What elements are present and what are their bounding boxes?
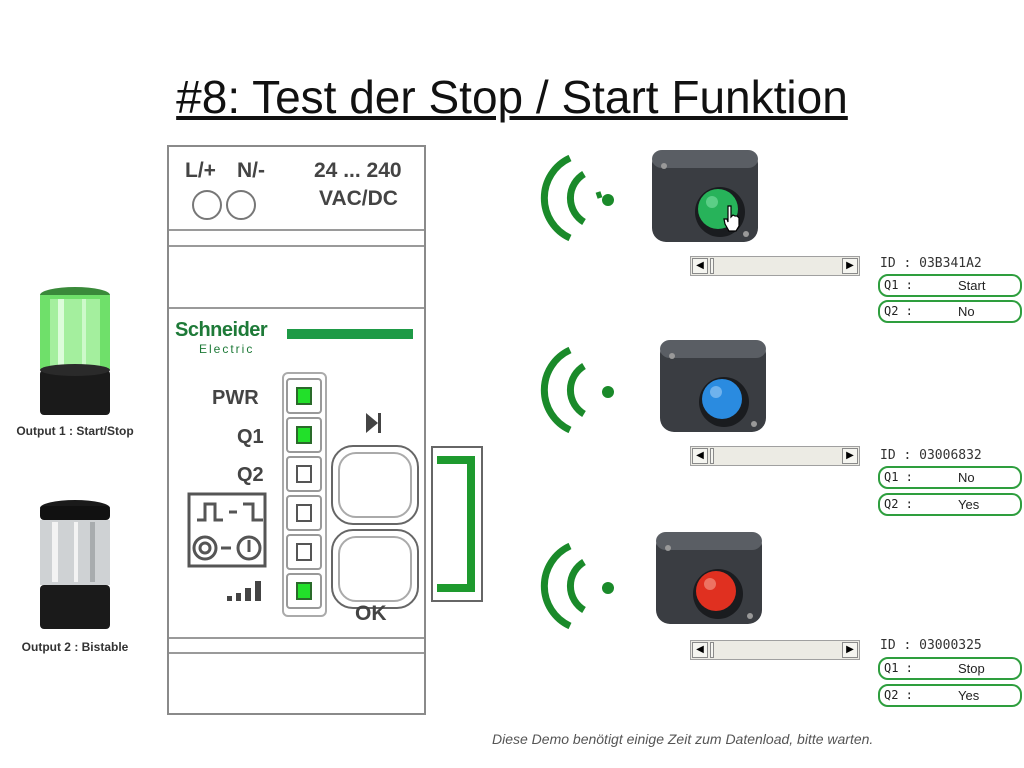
q1-key: Q1 : bbox=[884, 470, 913, 484]
horizontal-scrollbar[interactable]: ◀ ▶ bbox=[690, 446, 860, 466]
pushbutton-box-red[interactable] bbox=[652, 528, 768, 628]
page-title: #8: Test der Stop / Start Funktion bbox=[176, 71, 848, 123]
horizontal-scrollbar[interactable]: ◀ ▶ bbox=[690, 640, 860, 660]
q1-status-field: Q1 : No bbox=[878, 466, 1022, 489]
brand-logo: Schneider bbox=[175, 319, 268, 341]
led-4 bbox=[286, 495, 322, 531]
q2-status-field: Q2 : Yes bbox=[878, 684, 1022, 707]
voltage-type: VAC/DC bbox=[319, 187, 398, 210]
next-icon bbox=[365, 411, 383, 435]
output2-label: Output 2 : Bistable bbox=[21, 640, 129, 654]
led-panel bbox=[282, 372, 327, 617]
terminal-l bbox=[192, 190, 222, 220]
q1-status-field: Q1 : Stop bbox=[878, 657, 1022, 680]
q2-led bbox=[286, 456, 322, 492]
scroll-left-button[interactable]: ◀ bbox=[692, 642, 708, 658]
scroll-right-button[interactable]: ▶ bbox=[842, 642, 858, 658]
q2-value: Yes bbox=[958, 688, 980, 703]
q2-value: No bbox=[958, 304, 975, 319]
q1-status-field: Q1 : Start bbox=[878, 274, 1022, 297]
q2-status-field: Q2 : Yes bbox=[878, 493, 1022, 516]
wireless-signal-icon bbox=[540, 344, 618, 436]
pushbutton-box-green[interactable] bbox=[648, 146, 764, 246]
wireless-signal-icon bbox=[540, 152, 618, 244]
q1-key: Q1 : bbox=[884, 278, 913, 292]
loading-note: Diese Demo benötigt einige Zeit zum Date… bbox=[492, 731, 874, 747]
scroll-left-button[interactable]: ◀ bbox=[692, 448, 708, 464]
timer-mode-icon bbox=[187, 492, 269, 572]
controller-module: L/+ N/- 24 ... 240 VAC/DC Schneider Elec… bbox=[167, 145, 426, 715]
horizontal-scrollbar[interactable]: ◀ ▶ bbox=[690, 256, 860, 276]
wiring-bracket bbox=[431, 446, 483, 602]
pwr-led bbox=[286, 378, 322, 414]
output1-label: Output 1 : Start/Stop bbox=[16, 424, 134, 438]
device-id-label: ID : 03006832 bbox=[880, 448, 982, 463]
scroll-thumb[interactable] bbox=[710, 448, 714, 464]
signal-strength-icon bbox=[225, 577, 269, 603]
q1-value: Start bbox=[958, 278, 986, 293]
voltage-range: 24 ... 240 bbox=[314, 159, 402, 182]
hand-cursor-icon bbox=[722, 204, 742, 232]
ok-button[interactable] bbox=[331, 529, 419, 609]
scroll-right-button[interactable]: ▶ bbox=[842, 448, 858, 464]
terminal-n bbox=[226, 190, 256, 220]
next-button[interactable] bbox=[331, 445, 419, 525]
brand-bar bbox=[287, 329, 413, 339]
q2-value: Yes bbox=[958, 497, 980, 512]
q1-value: No bbox=[958, 470, 975, 485]
green-signal-lamp bbox=[30, 285, 120, 420]
q2-key: Q2 : bbox=[884, 304, 913, 318]
terminal-n-label: N/- bbox=[237, 159, 265, 182]
scroll-right-button[interactable]: ▶ bbox=[842, 258, 858, 274]
terminal-l-label: L/+ bbox=[185, 159, 216, 182]
signal-led bbox=[286, 573, 322, 609]
scroll-left-button[interactable]: ◀ bbox=[692, 258, 708, 274]
q1-led bbox=[286, 417, 322, 453]
q2-key: Q2 : bbox=[884, 688, 913, 702]
q2-status-field: Q2 : No bbox=[878, 300, 1022, 323]
device-id-label: ID : 03000325 bbox=[880, 638, 982, 653]
scroll-thumb[interactable] bbox=[710, 642, 714, 658]
ok-label: OK bbox=[355, 602, 387, 625]
led-5 bbox=[286, 534, 322, 570]
scroll-thumb[interactable] bbox=[710, 258, 714, 274]
clear-signal-lamp bbox=[30, 498, 120, 633]
brand-sub: Electric bbox=[199, 342, 255, 356]
q2-key: Q2 : bbox=[884, 497, 913, 511]
q1-key: Q1 : bbox=[884, 661, 913, 675]
pushbutton-box-blue[interactable] bbox=[656, 336, 772, 436]
device-id-label: ID : 03B341A2 bbox=[880, 256, 982, 271]
q2-label: Q2 bbox=[237, 464, 264, 486]
pwr-label: PWR bbox=[212, 387, 259, 409]
wireless-signal-icon bbox=[540, 540, 618, 632]
q1-value: Stop bbox=[958, 661, 985, 676]
q1-label: Q1 bbox=[237, 426, 264, 448]
